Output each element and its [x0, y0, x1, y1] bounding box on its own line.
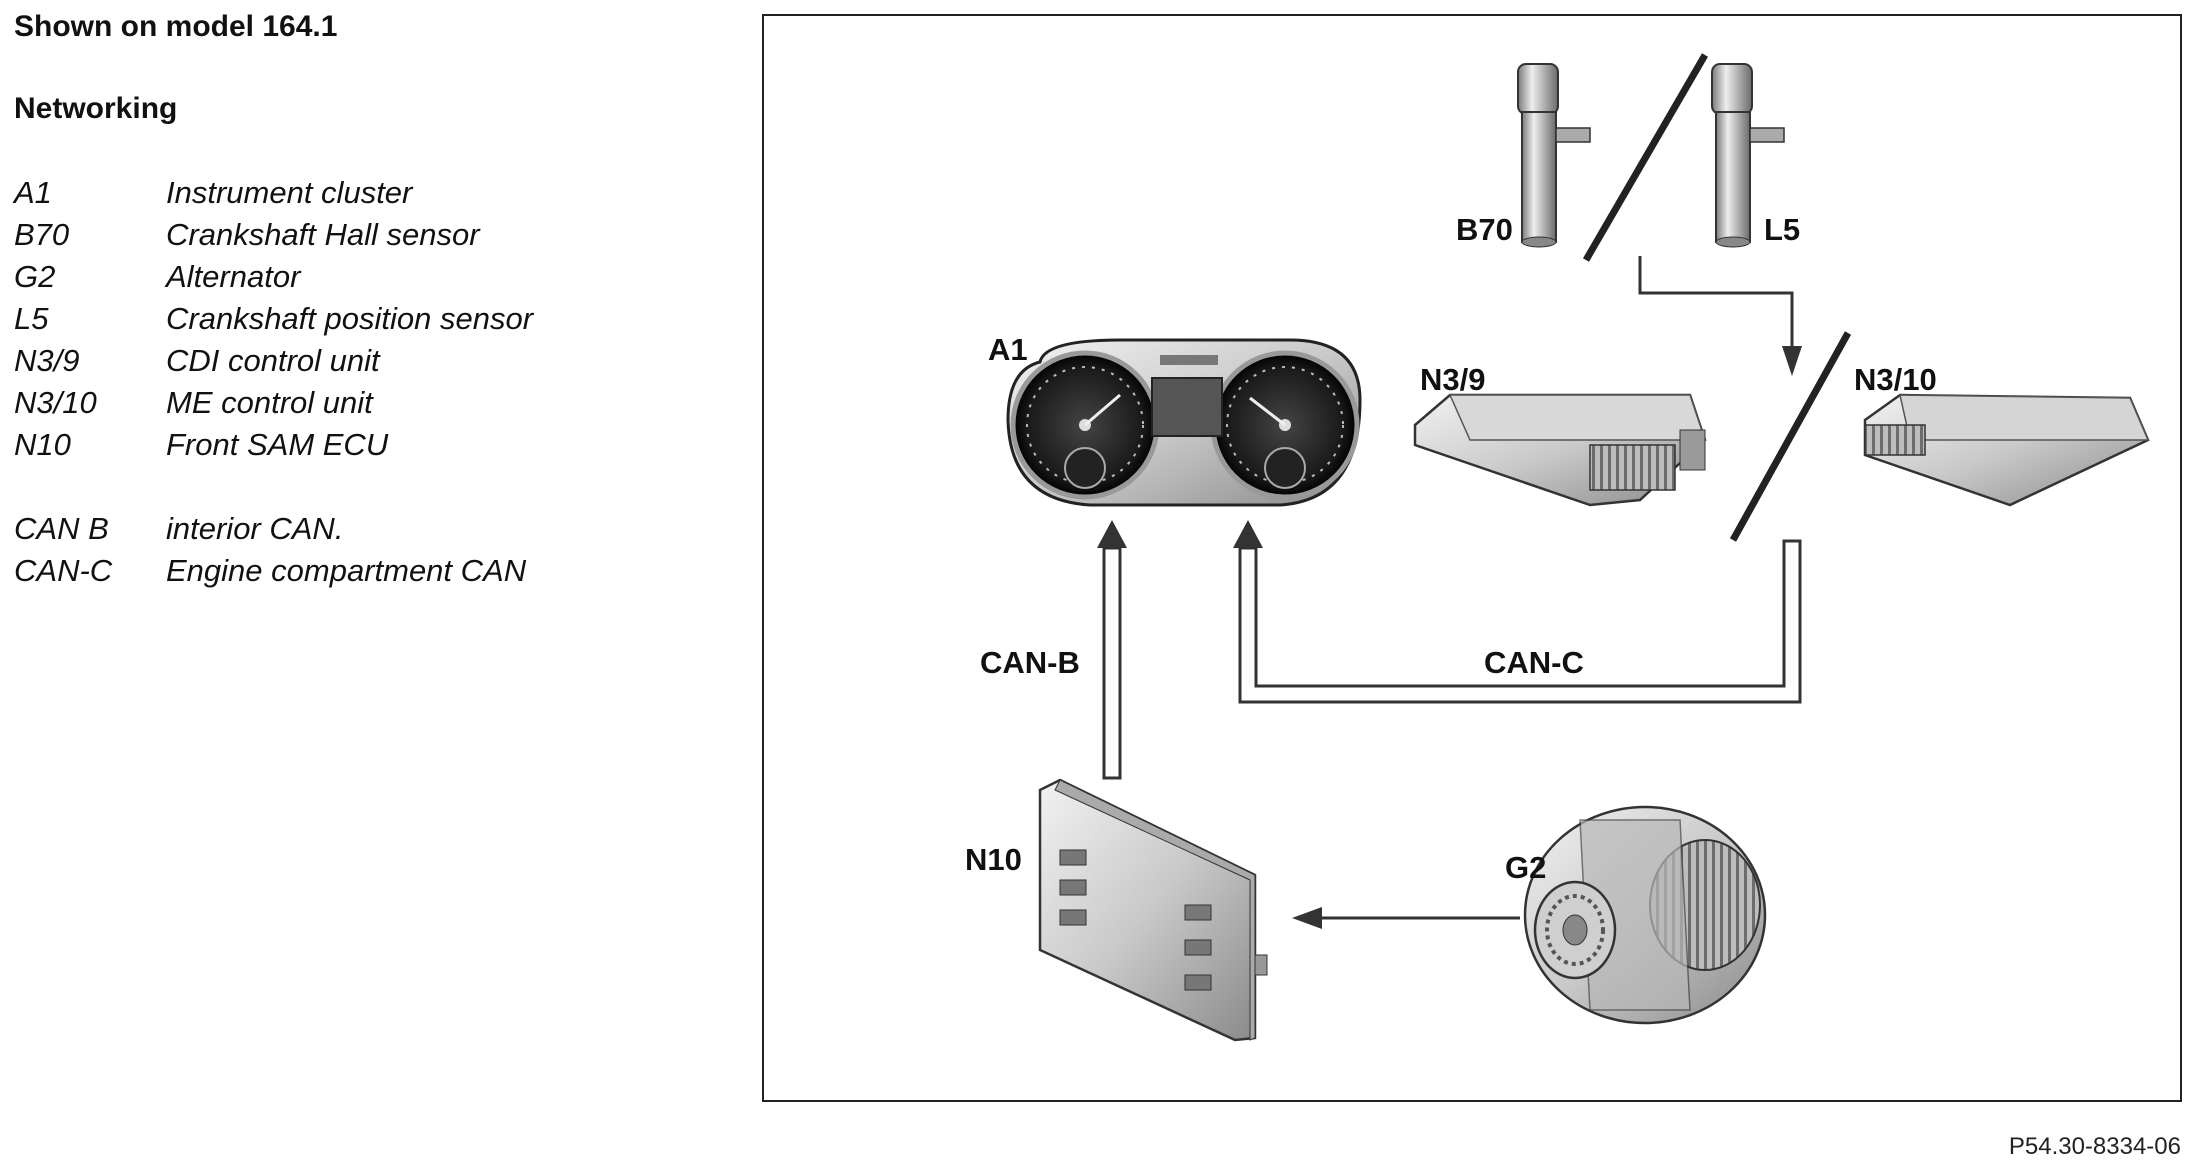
legend-desc: Crankshaft Hall sensor — [166, 217, 480, 252]
bus-legend-code: CAN B — [14, 511, 109, 546]
legend-desc: Crankshaft position sensor — [166, 301, 534, 336]
sensor-link-line — [1638, 256, 1794, 352]
cdi-control-unit-icon — [1413, 393, 1707, 507]
label-n3-10: N3/10 — [1854, 362, 1937, 397]
can-b-connection — [1097, 520, 1127, 780]
label-can-c: CAN-C — [1484, 645, 1584, 680]
legend-desc: Alternator — [166, 259, 301, 294]
legend-row: N3/10 ME control unit — [14, 382, 533, 424]
can-c-connection — [1233, 520, 1802, 704]
figure-reference: P54.30-8334-06 — [2008, 1133, 2181, 1160]
legend-code: B70 — [14, 217, 70, 252]
label-b70: B70 — [1456, 212, 1513, 247]
alternative-slash — [1729, 331, 1852, 542]
me-control-unit-icon — [1863, 393, 2150, 507]
legend-desc: Front SAM ECU — [166, 427, 389, 462]
section-heading: Networking — [14, 92, 178, 125]
legend-code: N3/10 — [14, 385, 97, 420]
legend-desc: Instrument cluster — [166, 175, 413, 210]
model-heading: Shown on model 164.1 — [14, 10, 338, 43]
alternative-slash — [1582, 53, 1709, 262]
b70-sensor-icon — [1517, 63, 1591, 248]
bus-legend-code: CAN-C — [14, 553, 113, 588]
legend-code: N3/9 — [14, 343, 80, 378]
arrowhead-icon — [1782, 346, 1802, 376]
component-legend: A1 Instrument cluster B70 Crankshaft Hal… — [14, 172, 533, 592]
legend-row: N3/9 CDI control unit — [14, 340, 533, 382]
label-n3-9: N3/9 — [1420, 362, 1485, 397]
label-n10: N10 — [965, 842, 1022, 877]
bus-legend-row: CAN-C Engine compartment CAN — [14, 550, 533, 592]
legend-row: A1 Instrument cluster — [14, 172, 533, 214]
label-can-b: CAN-B — [980, 645, 1080, 680]
label-a1: A1 — [988, 332, 1028, 367]
arrowhead-icon — [1292, 907, 1322, 929]
legend-code: N10 — [14, 427, 71, 462]
bus-legend-row: CAN B interior CAN. — [14, 508, 533, 550]
legend-row: B70 Crankshaft Hall sensor — [14, 214, 533, 256]
alternator-icon — [1523, 805, 1767, 1025]
label-l5: L5 — [1764, 212, 1800, 247]
legend-code: G2 — [14, 259, 56, 294]
diagram-frame — [762, 14, 2182, 1102]
bus-legend-desc: interior CAN. — [166, 511, 344, 546]
bus-legend-desc: Engine compartment CAN — [166, 553, 527, 588]
legend-desc: ME control unit — [166, 385, 373, 420]
legend-row: G2 Alternator — [14, 256, 533, 298]
legend-code: L5 — [14, 301, 49, 336]
l5-sensor-icon — [1711, 63, 1785, 248]
legend-desc: CDI control unit — [166, 343, 380, 378]
instrument-cluster-icon — [1006, 338, 1362, 507]
legend-row: L5 Crankshaft position sensor — [14, 298, 533, 340]
legend-code: A1 — [14, 175, 52, 210]
front-sam-icon — [1038, 778, 1268, 1042]
legend-row: N10 Front SAM ECU — [14, 424, 533, 466]
label-g2: G2 — [1505, 850, 1546, 885]
